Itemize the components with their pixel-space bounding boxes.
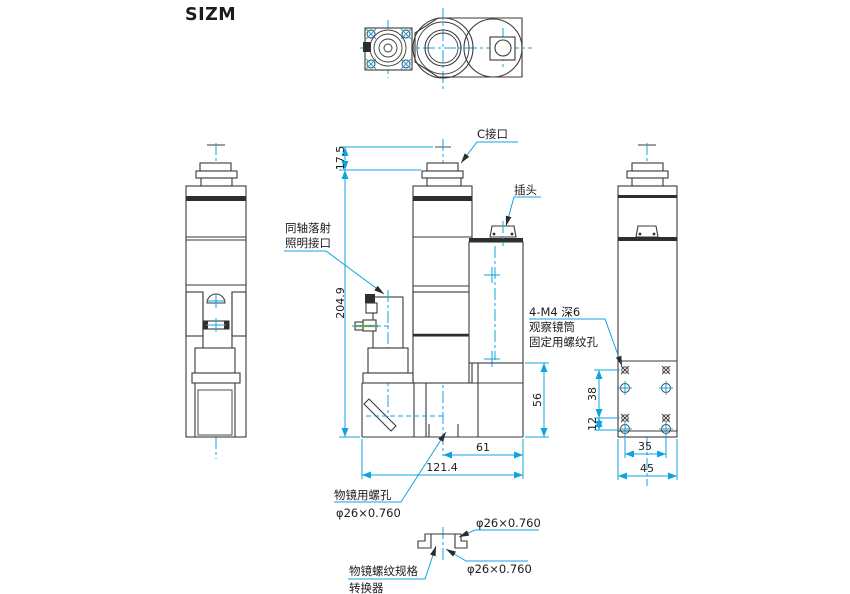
front-view: [352, 139, 524, 456]
left-side-view: [185, 143, 247, 459]
m4-threaded-hole: [620, 365, 671, 423]
label-m4-1: 4-M4 深6: [529, 305, 580, 319]
dim-hole-pitch-v: 38: [586, 387, 599, 401]
label-objective-1: 物镜用螺孔: [334, 488, 392, 502]
label-adapter-dia-top: φ26×0.760: [476, 516, 541, 530]
label-c-mount: C接口: [477, 127, 508, 141]
dimension-lines: 17.5 204.9 56 61 121.4 38 12 35 45: [334, 146, 678, 480]
dim-body-height: 204.9: [334, 287, 347, 319]
dim-hole-pitch-h: 35: [638, 440, 652, 453]
dim-base-total-width: 121.4: [426, 461, 458, 474]
top-view: [360, 8, 532, 90]
label-adapter-dia-bottom: φ26×0.760: [467, 562, 532, 576]
dim-base-height: 56: [531, 393, 544, 407]
label-objective-2: φ26×0.760: [336, 506, 401, 520]
label-coaxial-2: 照明接口: [285, 236, 331, 250]
flange-screw-icon: [365, 28, 412, 70]
illumination-port: [352, 290, 414, 417]
label-plug: 插头: [514, 183, 537, 197]
dim-side-depth: 45: [640, 462, 654, 475]
callout-labels: C接口 插头 同轴落射 照明接口 4-M4 深6 观察镜筒 固定用螺纹孔 物镜用…: [284, 127, 623, 594]
label-m4-3: 固定用螺纹孔: [529, 335, 598, 349]
label-adapter-2: 转换器: [349, 581, 384, 594]
plug-side-outline: [635, 225, 659, 238]
page-title: SIZM: [185, 5, 236, 25]
chamfer-slot: [363, 398, 397, 432]
label-m4-2: 观察镜筒: [529, 320, 575, 334]
slider-detent: [202, 318, 230, 332]
label-coaxial-1: 同轴落射: [285, 221, 331, 235]
dim-base-right-width: 61: [476, 441, 490, 454]
dim-flange-focal: 17.5: [334, 146, 347, 171]
right-side-view: [617, 143, 678, 486]
label-adapter-1: 物镜螺纹规格: [349, 564, 418, 578]
dim-hole-offset: 12: [586, 417, 599, 431]
through-hole: [618, 381, 673, 436]
